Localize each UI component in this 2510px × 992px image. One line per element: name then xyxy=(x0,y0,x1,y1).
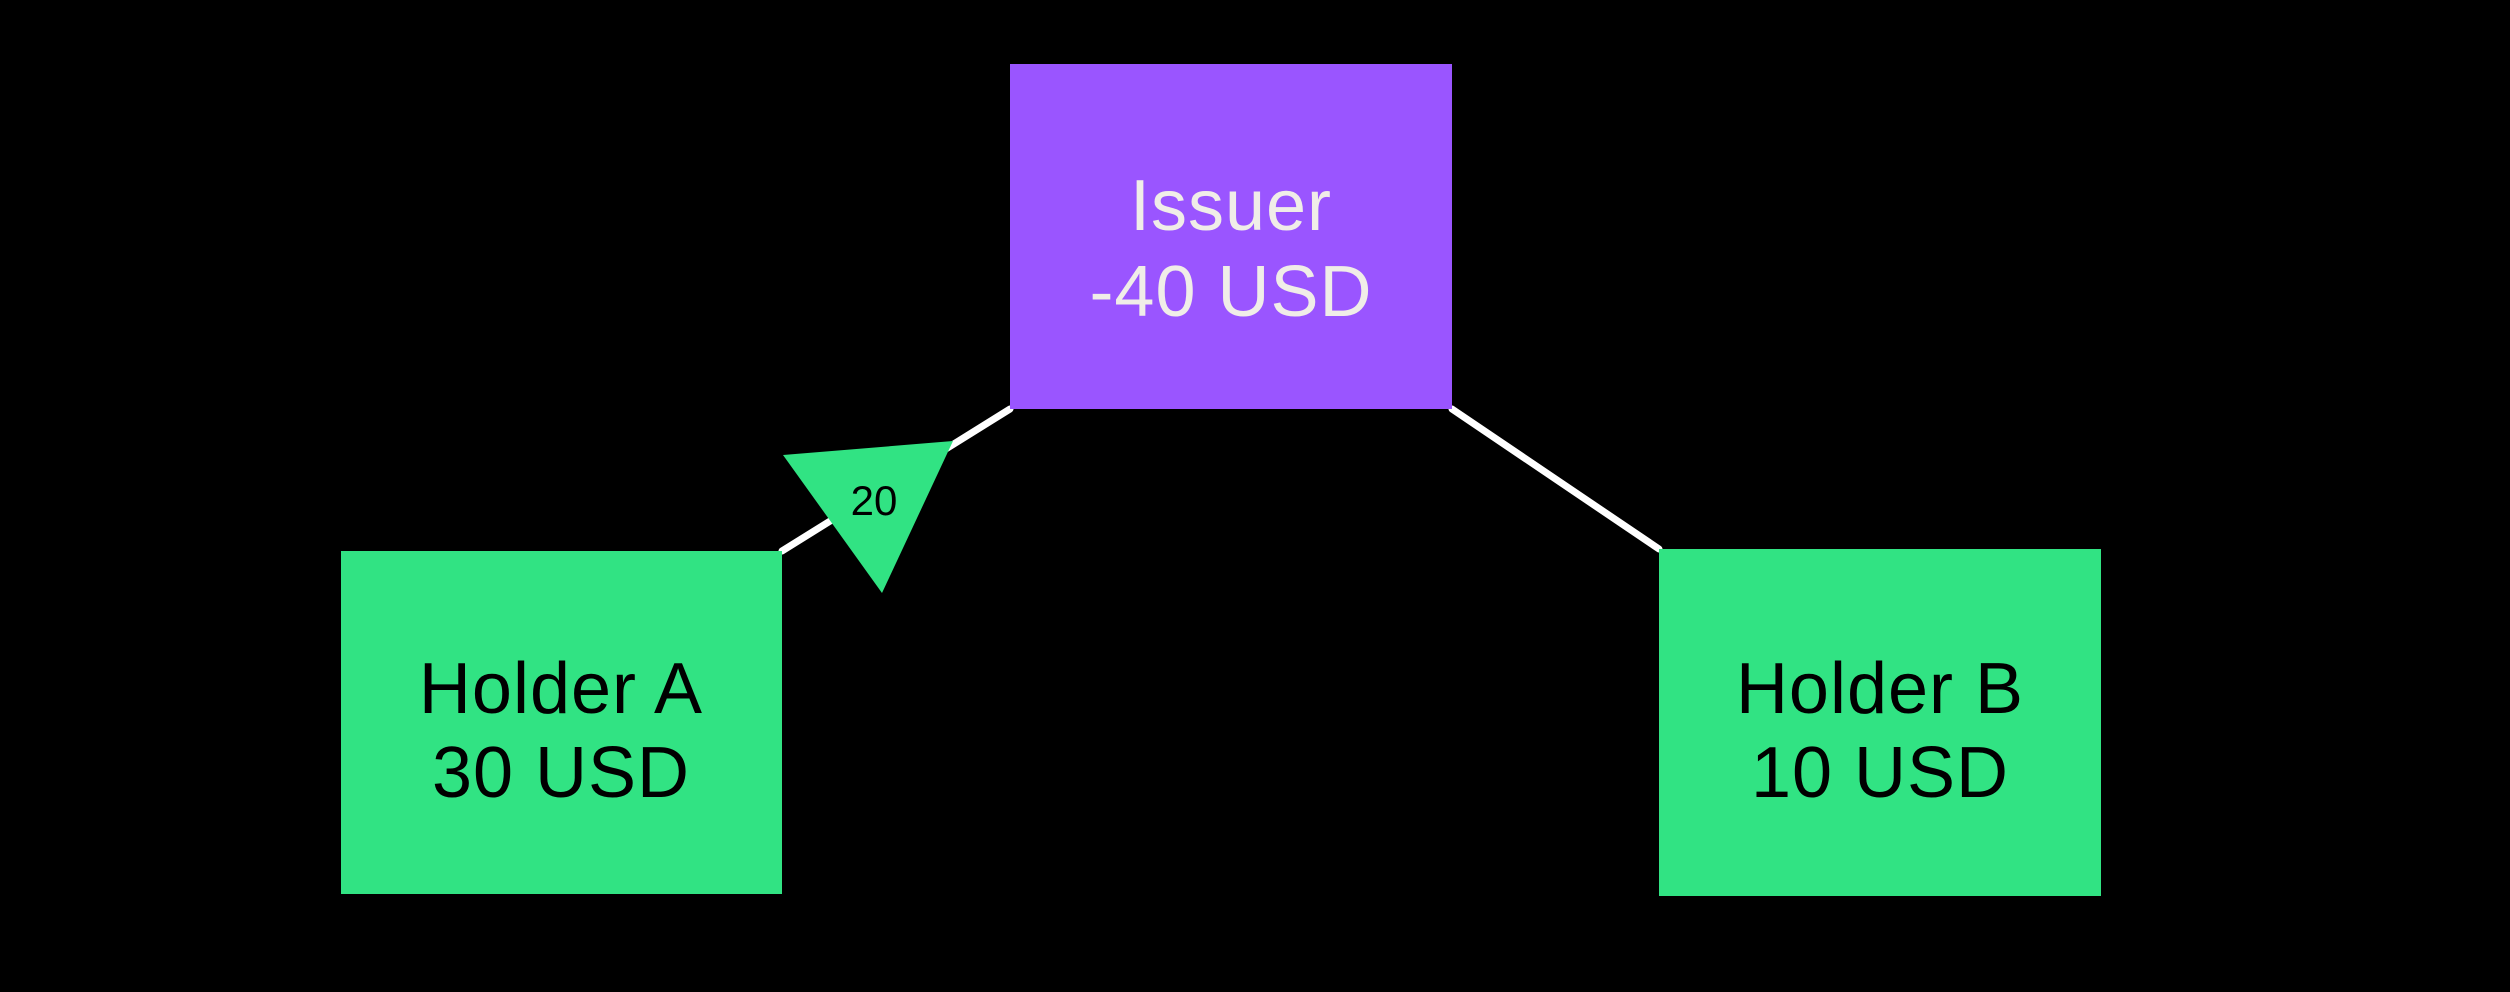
holder-b-node-balance: 10 USD xyxy=(1751,733,2009,813)
holder-a-node-balance: 30 USD xyxy=(432,733,690,813)
issuer-node-balance: -40 USD xyxy=(1089,252,1372,332)
holder-a-node-label: Holder A xyxy=(419,649,703,729)
issuer-node-label: Issuer xyxy=(1130,166,1332,246)
transfer-arrow-icon xyxy=(783,441,953,593)
edge-amount-label: 20 xyxy=(851,477,898,524)
issuer-node xyxy=(1010,64,1452,409)
edge-issuer-to-holder-b xyxy=(1448,405,1663,553)
holder-b-node-label: Holder B xyxy=(1736,649,2024,729)
holder-a-node xyxy=(341,551,782,894)
holder-b-node xyxy=(1659,549,2101,896)
